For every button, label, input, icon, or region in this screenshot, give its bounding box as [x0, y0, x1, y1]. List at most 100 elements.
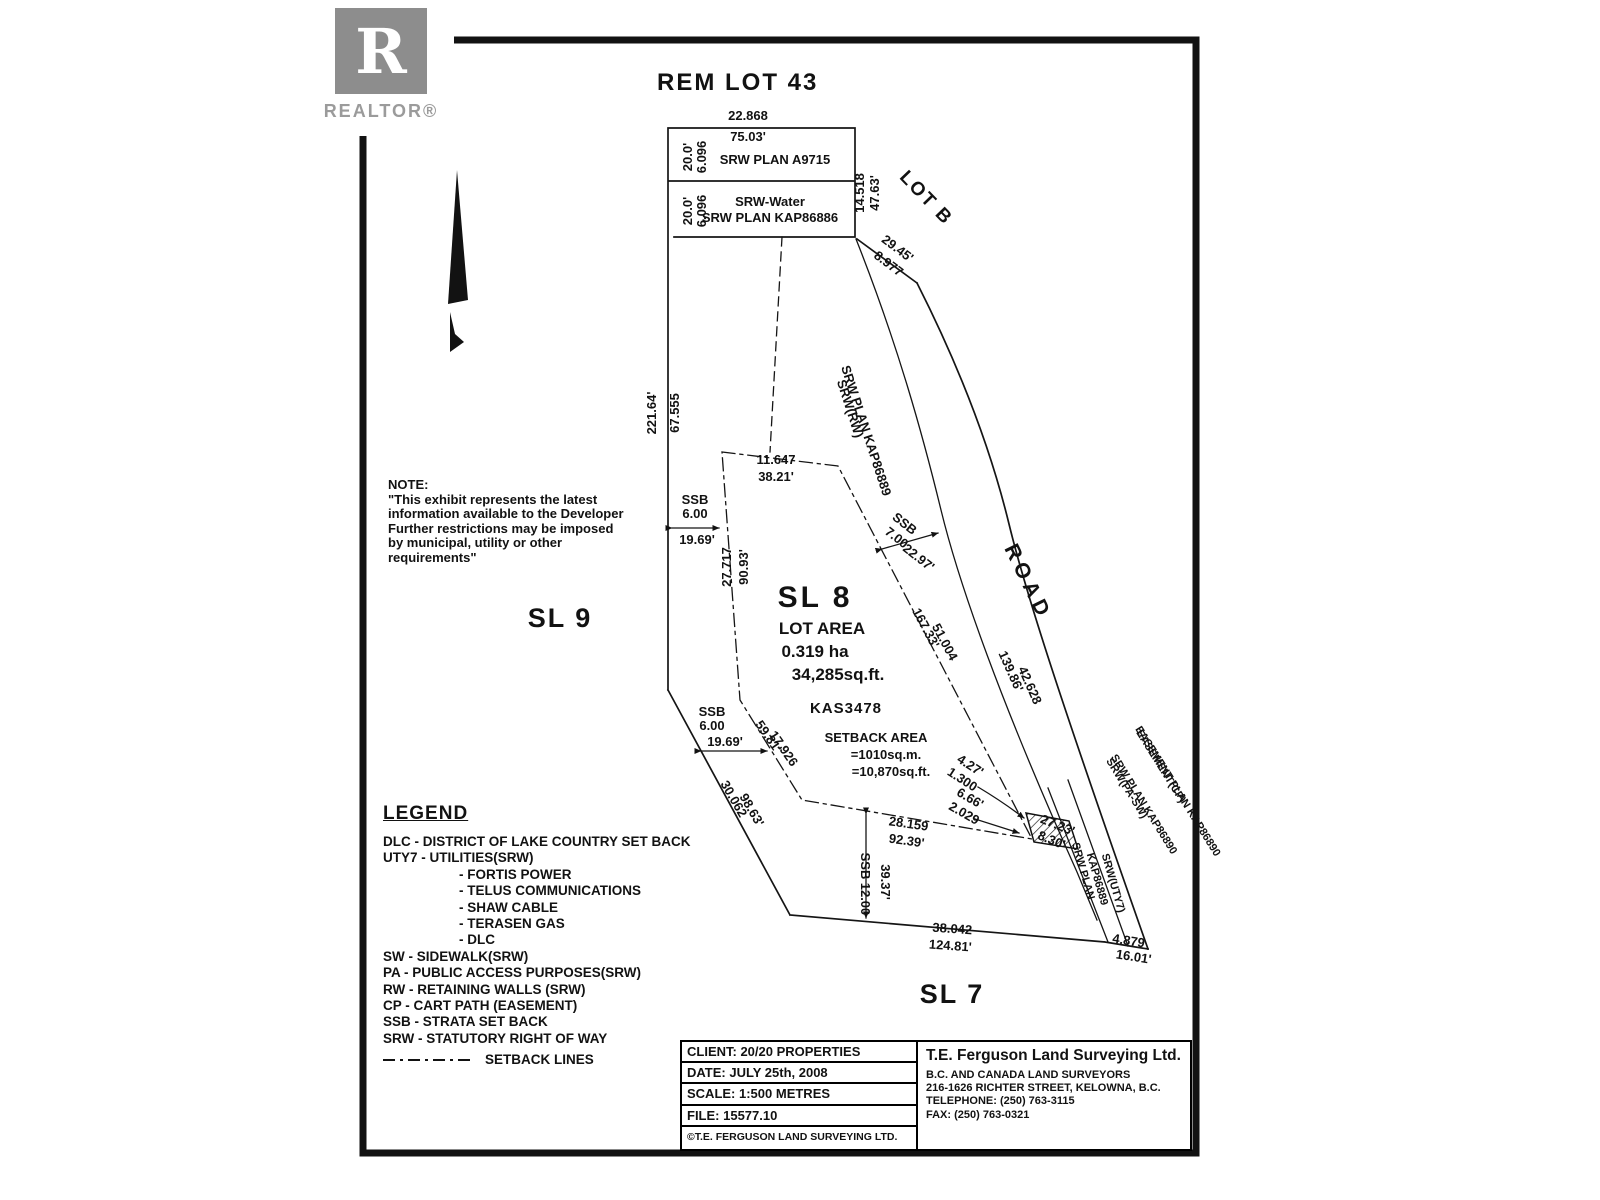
ssb3-feet: 19.69' [707, 734, 743, 749]
note-line: by municipal, utility or other [388, 535, 563, 551]
dim-br-metric: 4.879 [1111, 931, 1145, 951]
parcel-boundary [666, 127, 1149, 950]
legend-item: DLC - DISTRICT OF LAKE COUNTRY SET BACK [383, 834, 691, 849]
legend-setback-sample-row: SETBACK LINES [383, 1052, 691, 1067]
page-title: REM LOT 43 [657, 69, 818, 96]
north-arrow-tail [450, 312, 464, 352]
title-block-date: DATE: JULY 25th, 2008 [682, 1063, 916, 1085]
ssb3-label: SSB [699, 704, 726, 719]
note-line: Further restrictions may be imposed [388, 520, 614, 536]
dim-top-feet: 75.03' [730, 129, 766, 144]
leader-666 [974, 818, 1020, 834]
label-lot-area-sqft: 34,285sq.ft. [792, 665, 885, 684]
legend-item: - SHAW CABLE [459, 899, 558, 915]
extension-dashed-line [769, 236, 783, 453]
label-lot-b: LOT B [895, 167, 957, 230]
firm-line: 216-1626 RICHTER STREET, KELOWNA, B.C. [926, 1082, 1161, 1095]
legend-item: - FORTIS POWER [459, 866, 572, 882]
north-arrow [448, 170, 468, 304]
dim-sbtop-feet: 38.21' [758, 469, 794, 484]
ssb1-metric: 6.00 [682, 506, 707, 521]
label-srw-water: SRW-Water [735, 194, 805, 209]
ssb3-metric: 6.00 [699, 718, 724, 733]
label-ease-cp-plan: EASEMENT PLAN KAP86890 [1132, 724, 1222, 858]
ssb2-dim-arrow [874, 531, 939, 554]
note-line: "This exhibit represents the latest [388, 491, 598, 507]
srw-inner-curve [855, 238, 1098, 921]
title-block-left: CLIENT: 20/20 PROPERTIES DATE: JULY 25th… [682, 1042, 918, 1149]
legend-setback-label: SETBACK LINES [485, 1052, 594, 1068]
title-block: CLIENT: 20/20 PROPERTIES DATE: JULY 25th… [680, 1040, 1192, 1151]
dim-right-metric: 14.518 [852, 173, 867, 213]
ssb2-feet: 22.97' [900, 541, 937, 575]
label-setback-area: SETBACK AREA [825, 730, 928, 745]
label-sl8: SL 8 [778, 581, 853, 614]
setback-boundary-dashed [721, 451, 1034, 840]
dim-right-feet: 47.63' [867, 175, 882, 211]
legend-item: RW - RETAINING WALLS (SRW) [383, 981, 586, 997]
legend-item: - DLC [459, 932, 495, 948]
label-kas3478: KAS3478 [810, 700, 882, 717]
dim-sbleft-feet: 90.93' [736, 549, 751, 585]
sheet-border [359, 36, 1200, 1157]
realtor-logo-mark: R [335, 8, 427, 94]
road-boundary-curve [915, 281, 1150, 951]
dim-bot-feet: 124.81' [928, 937, 972, 955]
legend-item: UTY7 - UTILITIES(SRW) [383, 850, 534, 866]
label-sl7: SL 7 [920, 979, 985, 1009]
ssb4-feet: 39.37' [878, 864, 893, 900]
note-heading: NOTE: [388, 477, 429, 492]
label-road: ROAD [1000, 540, 1057, 624]
title-block-client: CLIENT: 20/20 PROPERTIES [682, 1042, 916, 1064]
dim-bot-metric: 38.042 [932, 920, 973, 938]
label-lot-area: LOT AREA [779, 619, 865, 638]
label-lot-area-ha: 0.319 ha [781, 642, 849, 661]
label-srw-a9715: SRW PLAN A9715 [720, 152, 831, 167]
ssb4-label: SSB [858, 853, 873, 880]
note-block: NOTE: "This exhibit represents the lates… [388, 477, 668, 566]
legend-item: SSB - STRATA SET BACK [383, 1014, 548, 1030]
legend: LEGEND DLC - DISTRICT OF LAKE COUNTRY SE… [383, 803, 691, 1067]
legend-item: - TELUS COMMUNICATIONS [459, 883, 641, 899]
ssb1-feet: 19.69' [679, 532, 715, 547]
realtor-logo: R REALTOR® [308, 0, 454, 136]
dim-sbtop-metric: 11.647 [756, 452, 795, 467]
legend-heading: LEGEND [383, 803, 469, 824]
dim-left-metric: 67.555 [667, 393, 682, 433]
srw-uty7-hatched-area [1024, 812, 1080, 850]
legend-item: - TERASEN GAS [459, 916, 565, 932]
ssb1-label: SSB [682, 492, 709, 507]
label-sl9: SL 9 [528, 603, 593, 633]
title-block-file: FILE: 15577.10 [682, 1106, 916, 1127]
legend-item: SW - SIDEWALK(SRW) [383, 948, 529, 964]
ssb4-metric: 12.00 [858, 883, 873, 916]
label-srw-rw-plan: SRW PLAN KAP86889 [838, 363, 894, 497]
easement-lines [1047, 779, 1129, 947]
dim-strip1-metric: 6.096 [694, 141, 709, 174]
legend-item: SRW - STATUTORY RIGHT OF WAY [383, 1030, 608, 1046]
firm-line: FAX: (250) 763-0321 [926, 1108, 1030, 1121]
dim-sbbot-feet: 92.39' [888, 831, 925, 851]
dim-br-feet: 16.01' [1115, 946, 1153, 966]
dim-top-metric: 22.868 [728, 108, 768, 123]
dim-strip1-feet: 20.0' [680, 143, 695, 171]
note-line: requirements" [388, 549, 477, 565]
realtor-logo-label: REALTOR® [323, 101, 439, 121]
title-block-scale: SCALE: 1:500 METRES [682, 1084, 916, 1106]
firm-line: TELEPHONE: (250) 763-3115 [926, 1095, 1075, 1108]
firm-line: B.C. AND CANADA LAND SURVEYORS [926, 1069, 1131, 1081]
label-setback-sqm: =1010sq.m. [851, 747, 921, 762]
dim-sbleft-metric: 27.717 [719, 547, 734, 587]
dim-sbbot-metric: 28.159 [888, 813, 929, 833]
label-setback-sqft: =10,870sq.ft. [852, 764, 930, 779]
legend-item: PA - PUBLIC ACCESS PURPOSES(SRW) [383, 965, 642, 981]
dim-strip2-metric: 6.096 [694, 195, 709, 228]
legend-item: CP - CART PATH (EASEMENT) [383, 998, 578, 1014]
dim-left-feet: 221.64' [644, 392, 659, 435]
title-block-copyright: ©T.E. FERGUSON LAND SURVEYING LTD. [687, 1131, 898, 1144]
leader-427 [977, 786, 1025, 819]
dim-strip2-feet: 20.0' [680, 197, 695, 225]
firm-name: T.E. Ferguson Land Surveying Ltd. [926, 1047, 1181, 1064]
